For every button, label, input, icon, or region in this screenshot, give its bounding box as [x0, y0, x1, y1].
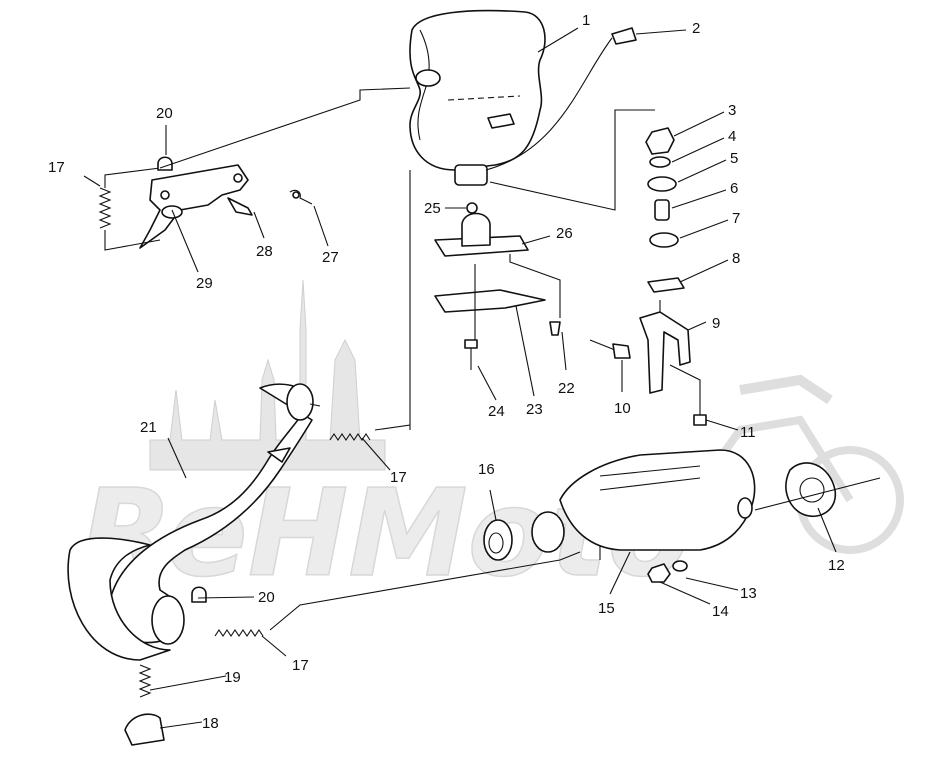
connection-lines — [159, 87, 881, 631]
silencer-15 — [531, 449, 756, 553]
spring-lower — [214, 629, 264, 637]
callout-20-lower: 20 — [258, 589, 275, 606]
bolt-11 — [693, 398, 707, 426]
callout-8: 8 — [732, 250, 740, 267]
callout-23: 23 — [526, 401, 543, 418]
callout-18: 18 — [202, 715, 219, 732]
callout-16: 16 — [478, 461, 495, 478]
nut-14 — [647, 563, 671, 583]
callout-2: 2 — [692, 20, 700, 37]
washer-13 — [672, 560, 688, 572]
cable — [485, 37, 613, 171]
spring-19 — [138, 664, 152, 698]
connector-2 — [611, 27, 637, 45]
callout-21: 21 — [140, 419, 157, 436]
callout-15: 15 — [598, 600, 615, 617]
callout-9: 9 — [712, 315, 720, 332]
screw-22 — [549, 321, 561, 336]
callout-25: 25 — [424, 200, 441, 217]
callout-22: 22 — [558, 380, 575, 397]
spring-top-left — [98, 167, 161, 251]
callout-1: 1 — [582, 12, 590, 29]
callout-17-lower: 17 — [292, 657, 309, 674]
gasket-12 — [785, 462, 836, 517]
callout-27: 27 — [322, 249, 339, 266]
callout-11: 11 — [740, 424, 756, 441]
callout-28: 28 — [256, 243, 273, 260]
callout-labels: 1 2 3 4 5 6 7 8 9 10 11 12 13 14 15 16 1… — [48, 12, 845, 732]
clip-27 — [289, 189, 313, 205]
callout-7: 7 — [732, 210, 740, 227]
callout-20-top: 20 — [156, 105, 173, 122]
callout-17-top: 17 — [48, 159, 65, 176]
callout-29: 29 — [196, 275, 213, 292]
bolt-24 — [464, 339, 478, 370]
callout-10: 10 — [614, 400, 631, 417]
callout-13: 13 — [740, 585, 757, 602]
callout-24: 24 — [488, 403, 505, 420]
callout-6: 6 — [730, 180, 738, 197]
callout-3: 3 — [728, 102, 736, 119]
flange-18 — [124, 713, 165, 746]
grommet-top — [157, 156, 173, 171]
spring-middle — [329, 433, 371, 441]
grommet-lower — [191, 586, 207, 603]
callout-14: 14 — [712, 603, 729, 620]
callout-26: 26 — [556, 225, 573, 242]
mount-stack — [645, 127, 685, 293]
leader-lines — [83, 27, 837, 729]
watermark-skyline — [149, 279, 386, 471]
upper-left-bracket — [139, 164, 253, 249]
exhaust-pipe — [67, 383, 314, 661]
muffler-canister — [409, 9, 546, 186]
callout-17-middle: 17 — [390, 469, 407, 486]
gasket-16 — [483, 519, 513, 561]
center-mount — [434, 202, 529, 257]
callout-5: 5 — [730, 150, 738, 167]
callout-4: 4 — [728, 128, 736, 145]
callout-12: 12 — [828, 557, 845, 574]
callout-19: 19 — [224, 669, 241, 686]
bracket-9 — [639, 311, 691, 394]
bracket-23 — [434, 289, 546, 313]
bolt-10 — [589, 339, 631, 359]
